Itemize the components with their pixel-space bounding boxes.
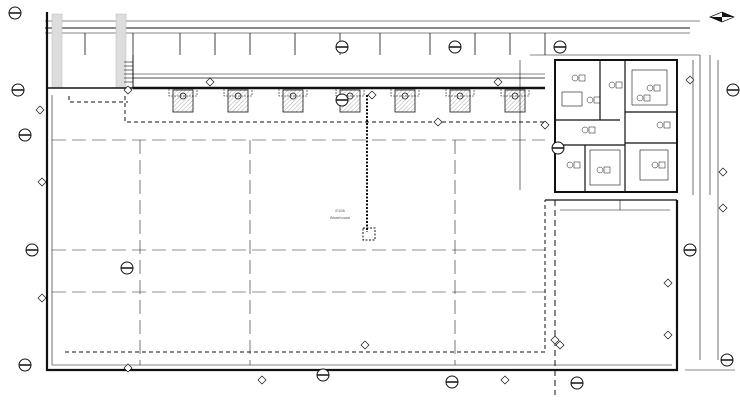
furniture-desk xyxy=(603,166,611,174)
furniture-chair xyxy=(586,96,594,104)
furniture-desk xyxy=(578,74,586,82)
section-tag xyxy=(685,75,695,85)
section-tag xyxy=(663,330,673,340)
section-tag xyxy=(37,177,47,187)
section-tag xyxy=(718,203,728,213)
furniture-desk xyxy=(615,81,623,89)
section-tag xyxy=(367,90,377,100)
dock-door xyxy=(278,87,308,97)
dock-pit xyxy=(449,89,471,113)
section-tag xyxy=(493,77,503,87)
north-arrow-icon xyxy=(709,11,735,23)
dock-door xyxy=(223,87,253,97)
dock-door xyxy=(168,87,198,97)
office-furniture xyxy=(566,74,671,174)
furniture-chair xyxy=(566,161,574,169)
hatched-column xyxy=(51,13,63,89)
furniture-desk xyxy=(658,161,666,169)
furniture-desk xyxy=(573,161,581,169)
section-tag xyxy=(663,278,673,288)
office-block xyxy=(519,54,700,211)
long-dash-gridlines xyxy=(52,139,545,365)
furniture-chair xyxy=(581,126,589,134)
section-tag xyxy=(433,117,443,127)
dock-door xyxy=(335,87,365,97)
dock-door xyxy=(390,87,420,97)
stair xyxy=(124,61,133,83)
dock-pit xyxy=(394,89,416,113)
section-tag xyxy=(550,335,560,345)
section-tag xyxy=(205,77,215,87)
dock-pit xyxy=(172,89,194,113)
furniture-desk xyxy=(643,94,651,102)
furniture-desk xyxy=(593,96,601,104)
furniture-chair xyxy=(656,121,664,129)
furniture-chair xyxy=(608,81,616,89)
dock-bumper xyxy=(401,92,409,100)
section-tag xyxy=(360,340,370,350)
section-tag xyxy=(500,375,510,385)
dashed-box xyxy=(362,227,376,241)
dock-bumper xyxy=(456,92,464,100)
dock-door xyxy=(500,87,530,97)
top-dimension-strip xyxy=(45,20,700,88)
hatched-column xyxy=(115,13,127,89)
section-tag xyxy=(718,167,728,177)
dimension-ticks xyxy=(84,33,546,55)
dashed-path xyxy=(65,95,556,395)
grid-bubbles xyxy=(8,6,740,390)
dock-doors xyxy=(168,87,530,113)
furniture-chair xyxy=(636,94,644,102)
section-tag xyxy=(540,120,550,130)
furniture-chair xyxy=(596,166,604,174)
furniture-chair xyxy=(646,84,654,92)
furniture-desk xyxy=(588,126,596,134)
section-tag xyxy=(37,293,47,303)
furniture-chair xyxy=(571,74,579,82)
section-tag xyxy=(257,375,267,385)
section-tag xyxy=(35,105,45,115)
dock-bumper xyxy=(234,92,242,100)
dock-door xyxy=(445,87,475,97)
dock-pit xyxy=(227,89,249,113)
dock-bumper xyxy=(179,92,187,100)
furniture-desk xyxy=(663,121,671,129)
furniture-chair xyxy=(651,161,659,169)
room-name: Warehouse xyxy=(330,215,351,220)
section-tag xyxy=(123,363,133,373)
dock-bumper xyxy=(511,92,519,100)
section-tag xyxy=(123,85,133,95)
dock-bumper xyxy=(289,92,297,100)
furniture-desk xyxy=(653,84,661,92)
section-tag xyxy=(555,340,565,350)
right-dimension-lines xyxy=(619,55,735,371)
section-tags xyxy=(35,75,728,385)
dock-pit xyxy=(282,89,304,113)
room-number: E108 xyxy=(335,208,345,213)
